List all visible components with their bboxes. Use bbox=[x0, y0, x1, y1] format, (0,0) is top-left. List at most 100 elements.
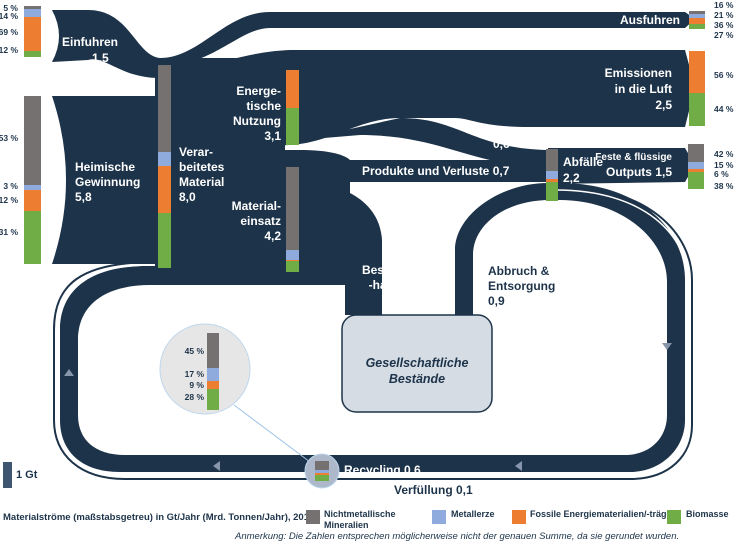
energy-label-1: Energe- bbox=[236, 84, 281, 98]
flow-domestic-extraction bbox=[52, 96, 160, 264]
legend-nonmetallic: Nichtmetallische Mineralien bbox=[324, 509, 396, 531]
legend-nonmetallic-line1: Nichtmetallische bbox=[324, 509, 396, 519]
material-use-value: 4,2 bbox=[264, 229, 281, 243]
emissions-pct-fossil: 56 % bbox=[714, 70, 734, 80]
processed-material-bar bbox=[158, 65, 171, 268]
processed-value: 8,0 bbox=[179, 190, 196, 204]
demolition-label-2: Entsorgung bbox=[488, 279, 555, 293]
stock-addition-value: 3,5 bbox=[399, 293, 416, 307]
legend-swatch-fossil bbox=[512, 510, 526, 524]
emissions-pct-biomass: 44 % bbox=[714, 104, 734, 114]
exports-composition-bar bbox=[689, 11, 705, 29]
footer-title: Materialströme (maßstabsgetreu) in Gt/Ja… bbox=[3, 512, 315, 523]
processed-label-1: Verar- bbox=[179, 145, 213, 159]
arrow-left-icon bbox=[515, 461, 522, 471]
imports-pct-metal: 14 % bbox=[0, 11, 18, 21]
outputs-label-2: Outputs 1,5 bbox=[606, 165, 672, 179]
arrow-up-icon bbox=[64, 369, 74, 376]
energy-label-3: Nutzung bbox=[233, 114, 281, 128]
emissions-value: 2,5 bbox=[655, 98, 672, 112]
domestic-pct-metal: 3 % bbox=[3, 181, 18, 191]
demolition-label-1: Abbruch & bbox=[488, 264, 550, 278]
stocks-label-2: Bestände bbox=[389, 372, 445, 386]
domestic-label-2: Gewinnung bbox=[75, 175, 140, 189]
exports-pct-fossil: 36 % bbox=[714, 20, 734, 30]
ashes-value: 0,6 bbox=[493, 137, 510, 151]
material-use-label-2: einsatz bbox=[240, 214, 281, 228]
outputs-label-1: Feste & flüssige bbox=[595, 152, 672, 163]
domestic-pct-fossil: 12 % bbox=[0, 195, 18, 205]
footnote: Anmerkung: Die Zahlen entsprechen möglic… bbox=[235, 531, 680, 542]
products-losses-label: Produkte und Verluste 0,7 bbox=[362, 164, 510, 178]
recycling-pct-biomass: 28 % bbox=[185, 392, 205, 402]
outputs-pct-fossil: 6 % bbox=[714, 169, 729, 179]
recycling-pct-nonmetallic: 45 % bbox=[185, 346, 205, 356]
scale-label: 1 Gt bbox=[16, 469, 38, 481]
scale-bar bbox=[3, 462, 12, 488]
outputs-pct-nonmetallic: 42 % bbox=[714, 149, 734, 159]
energy-value: 3,1 bbox=[264, 129, 281, 143]
recycling-label: Recycling 0,6 bbox=[344, 463, 421, 477]
energy-label-2: tische bbox=[246, 99, 281, 113]
imports-value: 1,5 bbox=[92, 51, 109, 65]
waste-value: 2,2 bbox=[563, 171, 580, 185]
waste-bar bbox=[546, 149, 558, 201]
outputs-pct-biomass: 38 % bbox=[714, 181, 734, 191]
outputs-pct-metal: 15 % bbox=[714, 160, 734, 170]
legend-swatch-nonmetallic bbox=[306, 510, 320, 524]
imports-label: Einfuhren bbox=[62, 35, 118, 49]
domestic-value: 5,8 bbox=[75, 190, 92, 204]
flow-stock-addition bbox=[290, 182, 382, 315]
stock-addition-label-1: Bestands bbox=[362, 263, 416, 277]
domestic-composition-bar bbox=[24, 96, 41, 264]
imports-composition-bar bbox=[24, 6, 41, 57]
flow-imports bbox=[52, 10, 160, 78]
material-use-bar bbox=[286, 167, 299, 272]
imports-pct-biomass: 12 % bbox=[0, 45, 18, 55]
outputs-composition-bar bbox=[688, 144, 704, 189]
material-use-label-1: Material- bbox=[232, 199, 281, 213]
arrow-left-icon bbox=[213, 461, 220, 471]
recycling-composition-bar bbox=[207, 333, 219, 410]
domestic-pct-nonmetallic: 53 % bbox=[0, 133, 18, 143]
ashes-label: Aschen & Fäkalien bbox=[510, 125, 617, 139]
exports-pct-metal: 21 % bbox=[714, 10, 734, 20]
imports-pct-fossil: 69 % bbox=[0, 27, 18, 37]
domestic-pct-biomass: 31 % bbox=[0, 227, 18, 237]
energy-use-bar bbox=[286, 70, 299, 145]
legend-fossil: Fossile Energiematerialien/-träger bbox=[530, 509, 676, 519]
waste-label: Abfälle bbox=[563, 155, 603, 169]
recycling-pct-fossil: 9 % bbox=[189, 380, 204, 390]
recycling-small-bar bbox=[315, 461, 329, 481]
processed-label-3: Material bbox=[179, 175, 224, 189]
emissions-label-2: in die Luft bbox=[615, 82, 672, 96]
legend-nonmetallic-line2: Mineralien bbox=[324, 520, 369, 530]
arrow-down-icon bbox=[662, 343, 672, 350]
flow-outputs bbox=[548, 148, 695, 184]
processed-label-2: beitetes bbox=[179, 160, 225, 174]
exports-label: Ausfuhren bbox=[620, 13, 680, 27]
flow-products-losses bbox=[300, 160, 548, 182]
legend-metal: Metallerze bbox=[451, 509, 495, 519]
emissions-composition-bar bbox=[689, 51, 705, 126]
recycling-pct-metal: 17 % bbox=[185, 369, 205, 379]
flow-backfilling bbox=[53, 185, 693, 480]
demolition-value: 0,9 bbox=[488, 294, 505, 308]
stocks-box bbox=[341, 314, 493, 413]
imports-pct-nonmetallic: 5 % bbox=[3, 3, 18, 13]
exports-pct-nonmetallic: 16 % bbox=[714, 0, 734, 10]
backfilling-label: Verfüllung 0,1 bbox=[394, 483, 473, 497]
exports-pct-biomass: 27 % bbox=[714, 30, 734, 40]
flow-ashes bbox=[300, 118, 548, 168]
domestic-label-1: Heimische bbox=[75, 160, 135, 174]
legend-biomass: Biomasse bbox=[686, 509, 729, 519]
legend-swatch-biomass bbox=[667, 510, 681, 524]
stock-addition-label-2: -haltung bbox=[369, 278, 416, 292]
legend-swatch-metal bbox=[432, 510, 446, 524]
flow-demolition bbox=[60, 183, 685, 472]
flow-exports bbox=[160, 12, 695, 66]
stocks-label-1: Gesellschaftliche bbox=[366, 356, 469, 370]
recycling-magnifier bbox=[159, 323, 251, 415]
emissions-label-1: Emissionen bbox=[605, 66, 672, 80]
